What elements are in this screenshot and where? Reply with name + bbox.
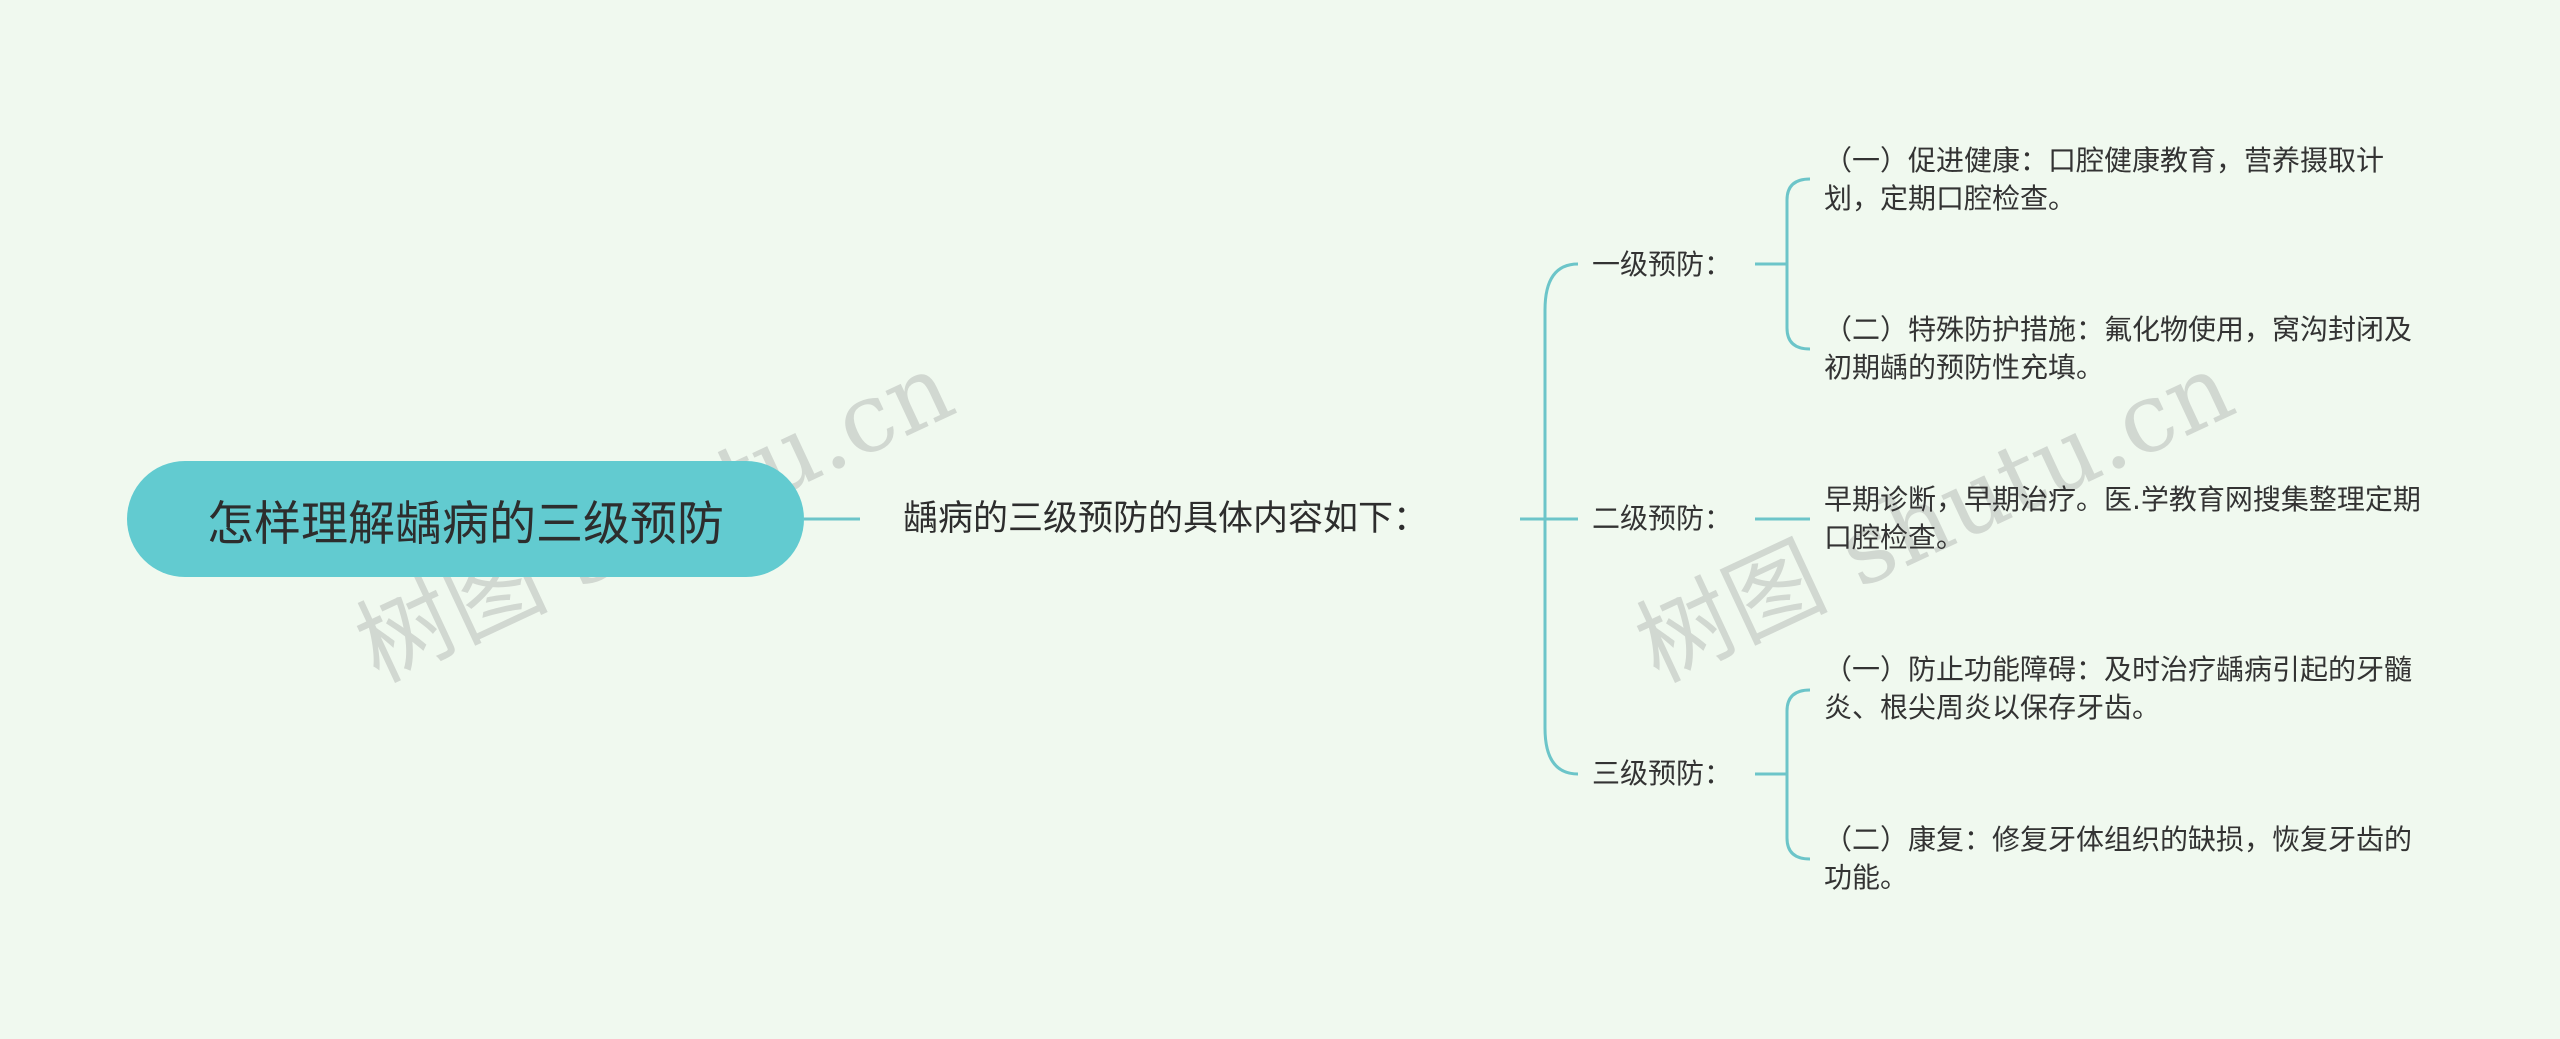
leaf-node-tertiary-1[interactable]: （一）防止功能障碍：及时治疗龋病引起的牙髓炎、根尖周炎以保存牙齿。 — [1824, 653, 2413, 724]
leaf-node-primary-2[interactable]: （二）特殊防护措施：氟化物使用，窝沟封闭及初期龋的预防性充填。 — [1824, 313, 2413, 384]
leaf-node-secondary-1[interactable]: 早期诊断，早期治疗。医.学教育网搜集整理定期口腔检查。 — [1824, 483, 2421, 554]
root-node[interactable]: 怎样理解龋病的三级预防 — [127, 461, 804, 577]
bracket-level1 — [1785, 177, 1811, 351]
bracket-level3 — [1785, 688, 1811, 861]
level-node-secondary[interactable]: 二级预防： — [1592, 502, 1733, 535]
leaf-node-primary-1[interactable]: （一）促进健康：口腔健康教育，营养摄取计划，定期口腔检查。 — [1824, 144, 2385, 215]
level-node-primary[interactable]: 一级预防： — [1592, 248, 1733, 281]
intro-node[interactable]: 龋病的三级预防的具体内容如下： — [903, 499, 1429, 539]
level-node-tertiary[interactable]: 三级预防： — [1592, 757, 1733, 790]
leaf-node-tertiary-2[interactable]: （二）康复：修复牙体组织的缺损，恢复牙齿的功能。 — [1824, 823, 2413, 894]
root-node-label: 怎样理解龋病的三级预防 — [207, 496, 724, 552]
